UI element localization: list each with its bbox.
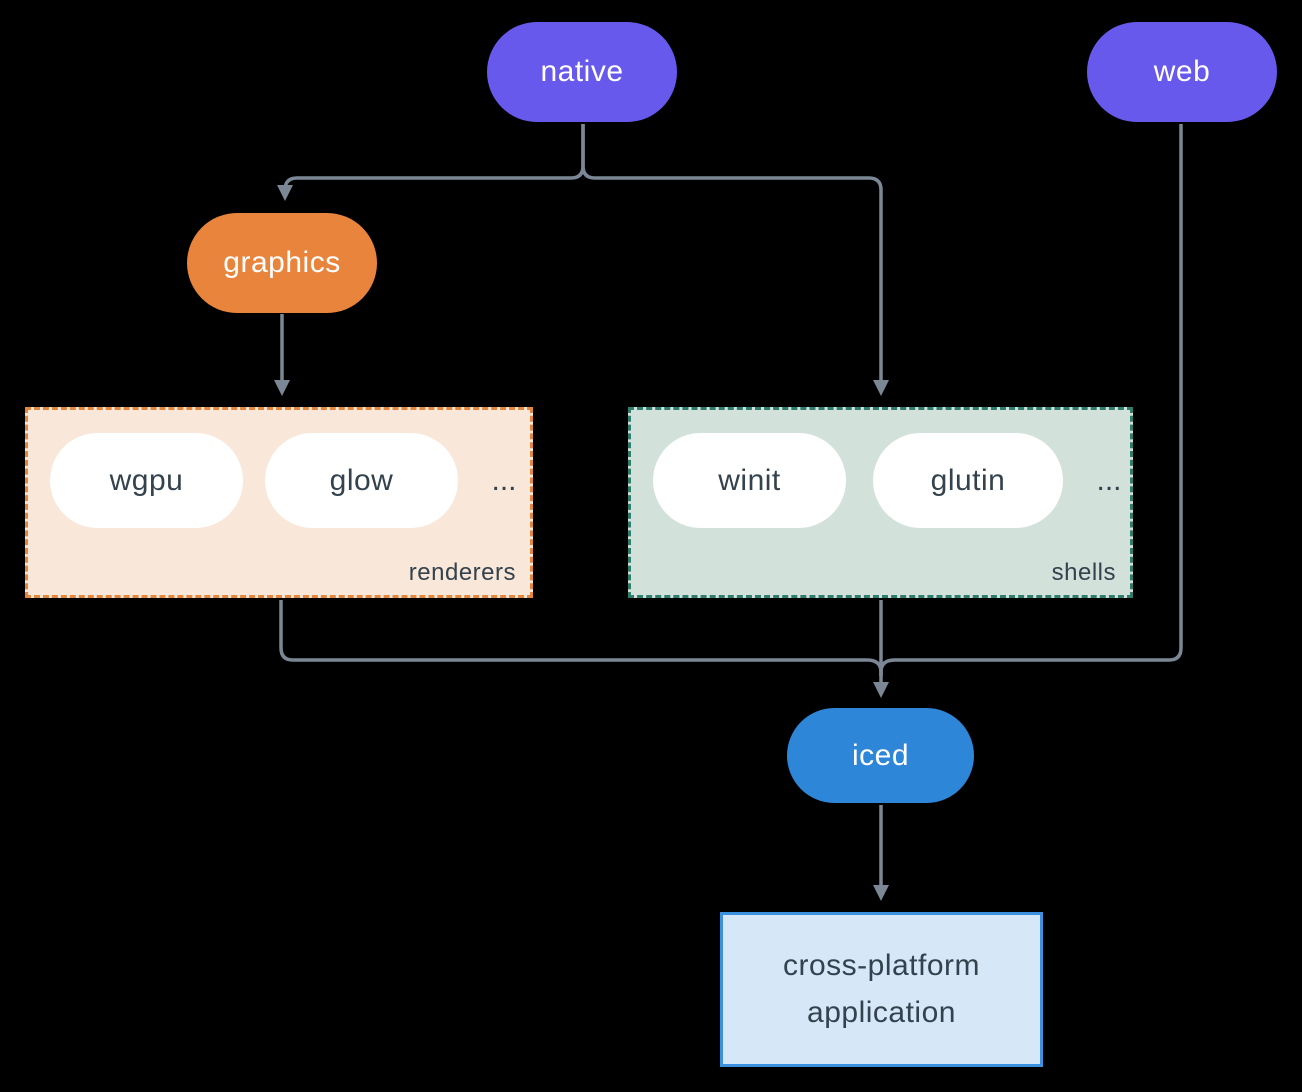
- node-native: native: [487, 22, 677, 122]
- node-application-label: cross-platform application: [782, 949, 981, 1029]
- node-cross-platform-application: cross-platform application: [720, 912, 1043, 1067]
- node-wgpu-label: wgpu: [109, 463, 184, 497]
- shells-group-label: shells: [1051, 559, 1116, 586]
- node-winit-label: winit: [718, 463, 781, 497]
- group-shells: winit glutin ... shells: [628, 407, 1133, 598]
- node-glutin: glutin: [873, 433, 1063, 528]
- node-glow-label: glow: [329, 463, 394, 497]
- edge-renderers-to-iced: [279, 600, 883, 676]
- node-iced-label: iced: [851, 738, 910, 772]
- node-native-label: native: [540, 55, 624, 88]
- node-web-label: web: [1153, 55, 1211, 88]
- group-renderers: wgpu glow ... renderers: [25, 407, 533, 598]
- node-winit: winit: [653, 433, 846, 528]
- node-graphics: graphics: [187, 213, 377, 313]
- node-web: web: [1087, 22, 1277, 122]
- node-wgpu: wgpu: [50, 433, 243, 528]
- edge-native-to-shells: [581, 124, 889, 396]
- node-glow: glow: [265, 433, 458, 528]
- node-iced: iced: [787, 708, 974, 803]
- node-glutin-label: glutin: [930, 463, 1006, 497]
- node-graphics-label: graphics: [223, 246, 341, 279]
- renderers-group-label: renderers: [408, 559, 516, 586]
- renderers-ellipsis: ...: [491, 463, 517, 497]
- edge-native-to-graphics: [277, 124, 585, 201]
- shells-ellipsis: ...: [1096, 463, 1122, 497]
